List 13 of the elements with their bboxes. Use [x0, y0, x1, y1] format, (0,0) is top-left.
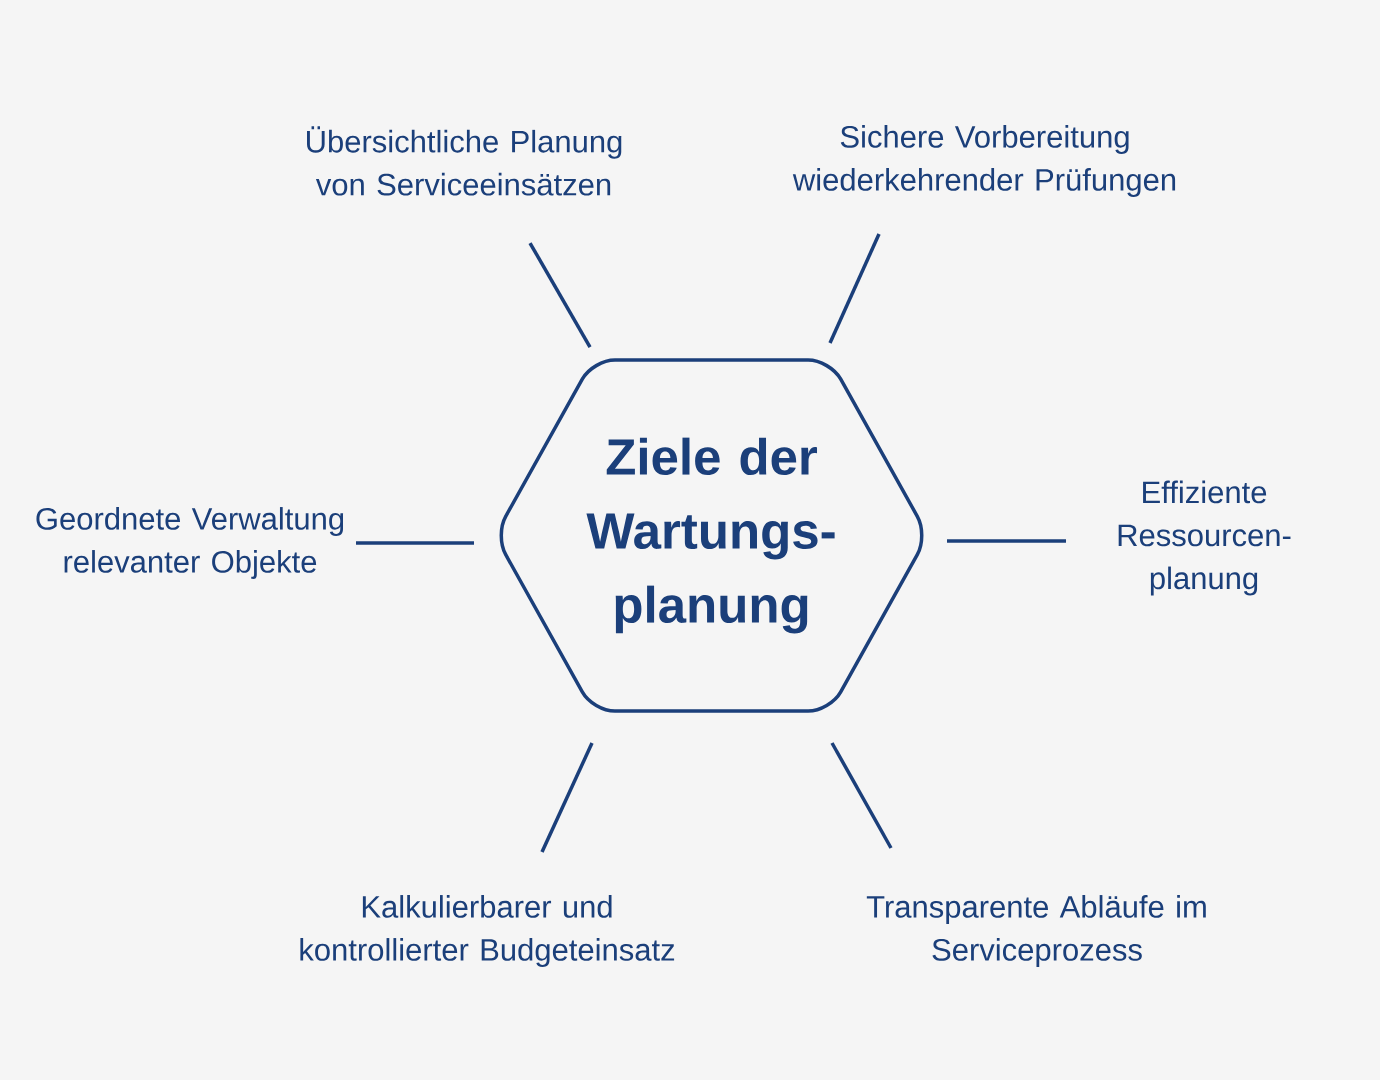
connector-line	[947, 539, 1066, 543]
goal-text: Geordnete Verwaltung relevanter Objekte	[36, 507, 344, 579]
connector-line	[828, 233, 881, 344]
goal-text: Kalkulierbarer und kontrollierter Budgeteinsatz	[300, 895, 675, 967]
goal-text: Übersichtliche Planung von Serviceeinsätzen	[307, 126, 622, 196]
connector-line	[540, 742, 594, 853]
hexagon: Ziele der Wartungs- planung	[499, 358, 924, 713]
connector-line	[356, 541, 474, 545]
goal-text: Transparente Abläufe im Serviceprozess	[866, 895, 1206, 967]
goal-text: Sichere Vorbereitung wiederkehrender Prüfungen	[792, 125, 1176, 197]
connector-line	[830, 742, 893, 849]
goal-text: Effiziente Ressourcen- planung	[1118, 480, 1291, 596]
connector-line	[528, 242, 592, 348]
